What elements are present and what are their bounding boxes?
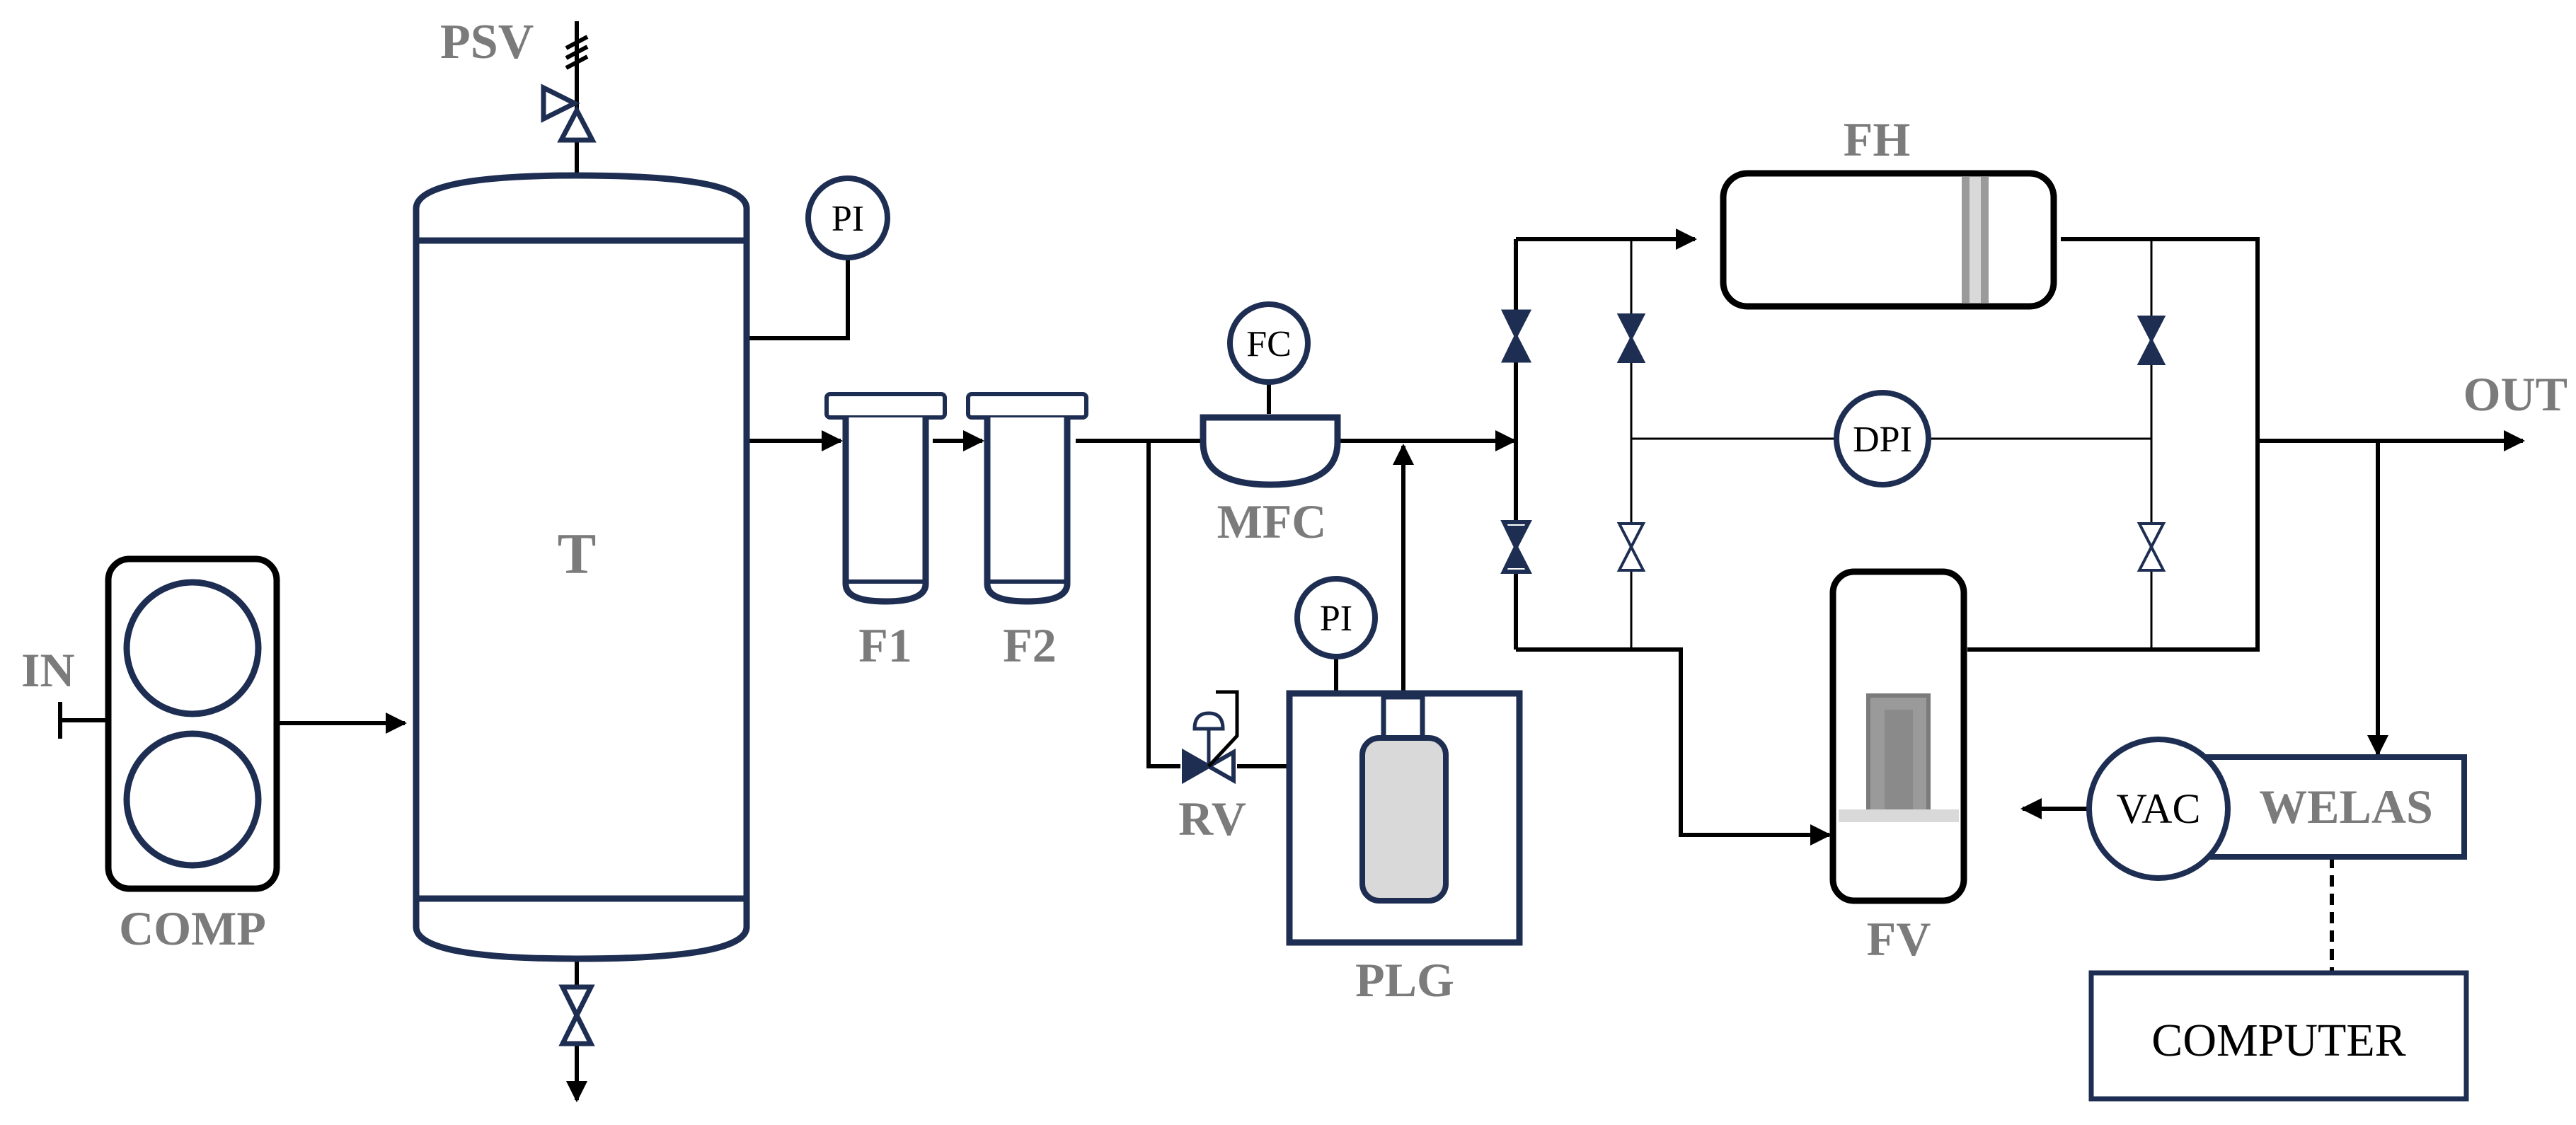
label-filter2: F2 bbox=[1003, 618, 1057, 672]
labels: PSV PI T IN COMP F1 F2 FC MFC RV PI PLG … bbox=[21, 15, 2568, 1066]
valve-dpi-left-lower-icon bbox=[1616, 522, 1646, 572]
label-filter1: F1 bbox=[858, 618, 912, 672]
label-dpi: DPI bbox=[1853, 420, 1912, 460]
differential-pressure-indicator bbox=[1834, 390, 1931, 487]
label-inlet: IN bbox=[21, 643, 75, 697]
regulating-valve-icon bbox=[1182, 690, 1239, 785]
particle-generator bbox=[1286, 576, 1523, 946]
label-plg: PLG bbox=[1355, 953, 1454, 1007]
pressure-indicator-plg bbox=[1294, 576, 1378, 659]
label-compressor: COMP bbox=[119, 901, 266, 955]
label-vac: VAC bbox=[2117, 785, 2201, 832]
label-computer: COMPUTER bbox=[2151, 1015, 2405, 1066]
tank bbox=[413, 172, 750, 962]
valve-dpi-right-lower-icon bbox=[2137, 522, 2166, 572]
psv-valve-icon bbox=[541, 83, 597, 143]
valve-left-upper-icon bbox=[1501, 309, 1532, 363]
computer-box bbox=[2088, 970, 2469, 1102]
valve-dpi-left-upper-icon bbox=[1616, 313, 1646, 363]
label-rv: RV bbox=[1178, 792, 1246, 846]
compressor-head-bottom bbox=[123, 730, 262, 869]
vacuum-pump bbox=[2086, 737, 2231, 881]
compressor-head-top bbox=[123, 579, 262, 717]
filter-holder-horizontal bbox=[1720, 170, 2057, 310]
label-tank: T bbox=[558, 521, 597, 586]
label-fc: FC bbox=[1246, 324, 1292, 364]
label-psv: PSV bbox=[440, 15, 534, 69]
mass-flow-controller bbox=[1200, 301, 1341, 488]
welas-analyzer bbox=[2086, 737, 2467, 881]
drain-valve-icon bbox=[558, 984, 595, 1046]
label-welas: WELAS bbox=[2259, 780, 2433, 833]
label-pi-tank: PI bbox=[832, 199, 864, 239]
filter-holder-vertical bbox=[1829, 568, 1967, 904]
pressure-indicator-tank bbox=[805, 175, 890, 260]
label-outlet: OUT bbox=[2463, 367, 2568, 421]
label-mfc: MFC bbox=[1217, 495, 1327, 548]
valve-dpi-right-upper-icon bbox=[2137, 316, 2166, 365]
filter-2 bbox=[966, 392, 1088, 605]
flow-controller bbox=[1227, 301, 1311, 385]
valve-left-lower-icon bbox=[1500, 520, 1532, 574]
compressor bbox=[105, 555, 280, 892]
label-fv: FV bbox=[1867, 912, 1931, 966]
label-pi-plg: PI bbox=[1320, 599, 1352, 639]
filter-1 bbox=[824, 392, 947, 605]
manifold-valves bbox=[1500, 309, 2166, 574]
label-fh: FH bbox=[1844, 112, 1910, 166]
